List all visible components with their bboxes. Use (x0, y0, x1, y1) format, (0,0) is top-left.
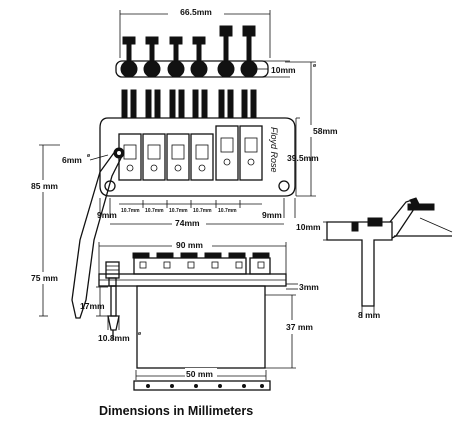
mounting-strip (133, 380, 271, 391)
left-margin-label: 9mm (97, 210, 117, 220)
height-label: 39.5mm (287, 153, 319, 163)
bottom-width-label: 50 mm (186, 369, 213, 379)
right-margin-label: 9mm (262, 210, 282, 220)
fine-tuner-1 (120, 36, 138, 78)
saddle-screws (121, 89, 257, 119)
spacing-label-2: 10.7mm (145, 208, 164, 214)
arm-length-label: 85 mm (31, 181, 58, 191)
fine-tuner-knobs (120, 25, 258, 78)
brand-label: Floyd Rose (269, 127, 279, 173)
side-bottom-label: 8 mm (358, 310, 381, 320)
block-label: 37 mm (286, 322, 313, 332)
spacing-label-1: 10.7mm (121, 208, 140, 214)
svg-text:ø: ø (313, 63, 317, 69)
width-label: 66.5mm (180, 7, 212, 17)
fine-tuner-5 (217, 25, 235, 78)
spacing-label-4: 10.7mm (193, 208, 212, 214)
screw-label: 6mm (62, 155, 82, 165)
length-label: 58mm (313, 126, 338, 136)
center-label: 74mm (175, 218, 200, 228)
diagram-caption: Dimensions in Millimeters (99, 404, 253, 418)
base-label: 10.8mm (98, 333, 130, 343)
side-body (326, 221, 393, 307)
svg-text:ø: ø (138, 331, 142, 337)
side-top-label: 10mm (296, 222, 321, 232)
front-width-label: 90 mm (176, 240, 203, 250)
tremolo-arm-top (71, 149, 123, 319)
spacing-label-5: 10.7mm (218, 208, 237, 214)
plate-label: 3mm (299, 282, 319, 292)
front-saddles (132, 252, 271, 275)
front-arm-label: 75 mm (31, 273, 58, 283)
side-view: 10mm 8 mm (296, 197, 453, 320)
top-view: 66.5mm 10mm ø (28, 6, 338, 319)
knob-label: 10mm (271, 65, 296, 75)
saddles (118, 125, 263, 181)
collar-label: 17mm (80, 301, 105, 311)
spacing-label-3: 10.7mm (169, 208, 188, 214)
sustain-block (136, 285, 266, 369)
fine-tuner-4 (190, 36, 208, 78)
baseplate-top (99, 117, 296, 197)
svg-text:ø: ø (87, 153, 91, 159)
fine-tuner-3 (167, 36, 185, 78)
front-view: 90 mm 3mm (28, 239, 319, 391)
fine-tuner-2 (143, 36, 161, 78)
